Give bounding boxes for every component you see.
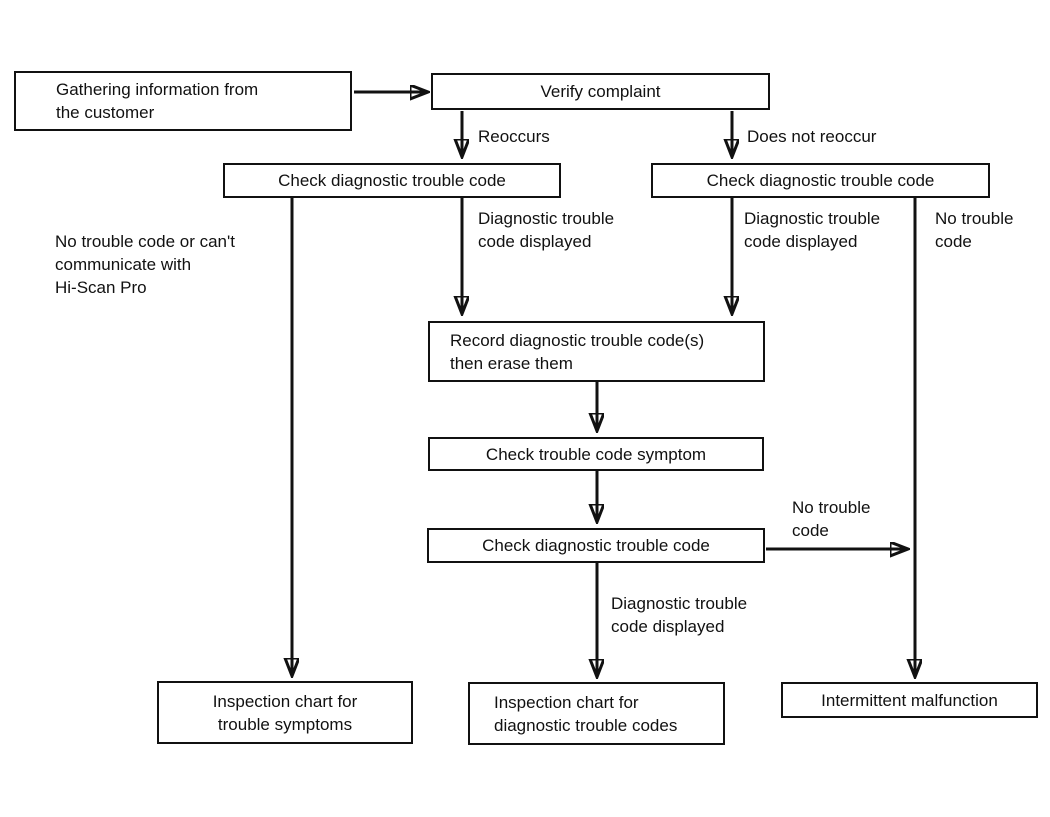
node-check-trouble-code-symptom: Check trouble code symptom [428,437,764,471]
node-label: Intermittent malfunction [821,690,998,710]
node-label: Inspection chart for trouble symptoms [212,691,358,734]
node-record-dtc: Record diagnostic trouble code(s) then e… [428,321,765,382]
edge-label-dtc-displayed-left: Diagnostic trouble code displayed [478,209,615,251]
edge-label-dtc-displayed-bottom: Diagnostic trouble code displayed [611,594,748,636]
node-label: Check diagnostic trouble code [278,171,506,190]
edge-label-dtc-displayed-right: Diagnostic trouble code displayed [744,209,881,251]
node-label: Inspection chart for diagnostic trouble … [494,692,678,735]
node-gathering-information: Gathering information from the customer [14,71,352,131]
node-inspection-chart-trouble-symptoms: Inspection chart for trouble symptoms [157,681,413,744]
node-label: Record diagnostic trouble code(s) then e… [450,330,705,373]
node-inspection-chart-dtc: Inspection chart for diagnostic trouble … [468,682,725,745]
node-check-dtc-left: Check diagnostic trouble code [223,163,561,198]
node-check-dtc-mid: Check diagnostic trouble code [427,528,765,563]
node-label: Check diagnostic trouble code [706,171,935,190]
node-label: Verify complaint [540,82,661,101]
edge-label-does-not-reoccur: Does not reoccur [747,127,877,146]
node-intermittent-malfunction: Intermittent malfunction [781,682,1038,718]
edge-label-reoccurs: Reoccurs [478,127,550,146]
node-verify-complaint: Verify complaint [431,73,770,110]
node-label: Check diagnostic trouble code [482,536,710,555]
edge-label-no-trouble-code-mid: No trouble code [792,498,871,540]
node-check-dtc-right: Check diagnostic trouble code [651,163,990,198]
edge-label-no-trouble-code-right: No trouble code [935,209,1014,251]
edge-label-no-trouble-code-or-cant-communicate: No trouble code or can't communicate wit… [55,232,235,297]
node-label: Gathering information from the customer [56,80,259,122]
node-label: Check trouble code symptom [485,444,707,464]
